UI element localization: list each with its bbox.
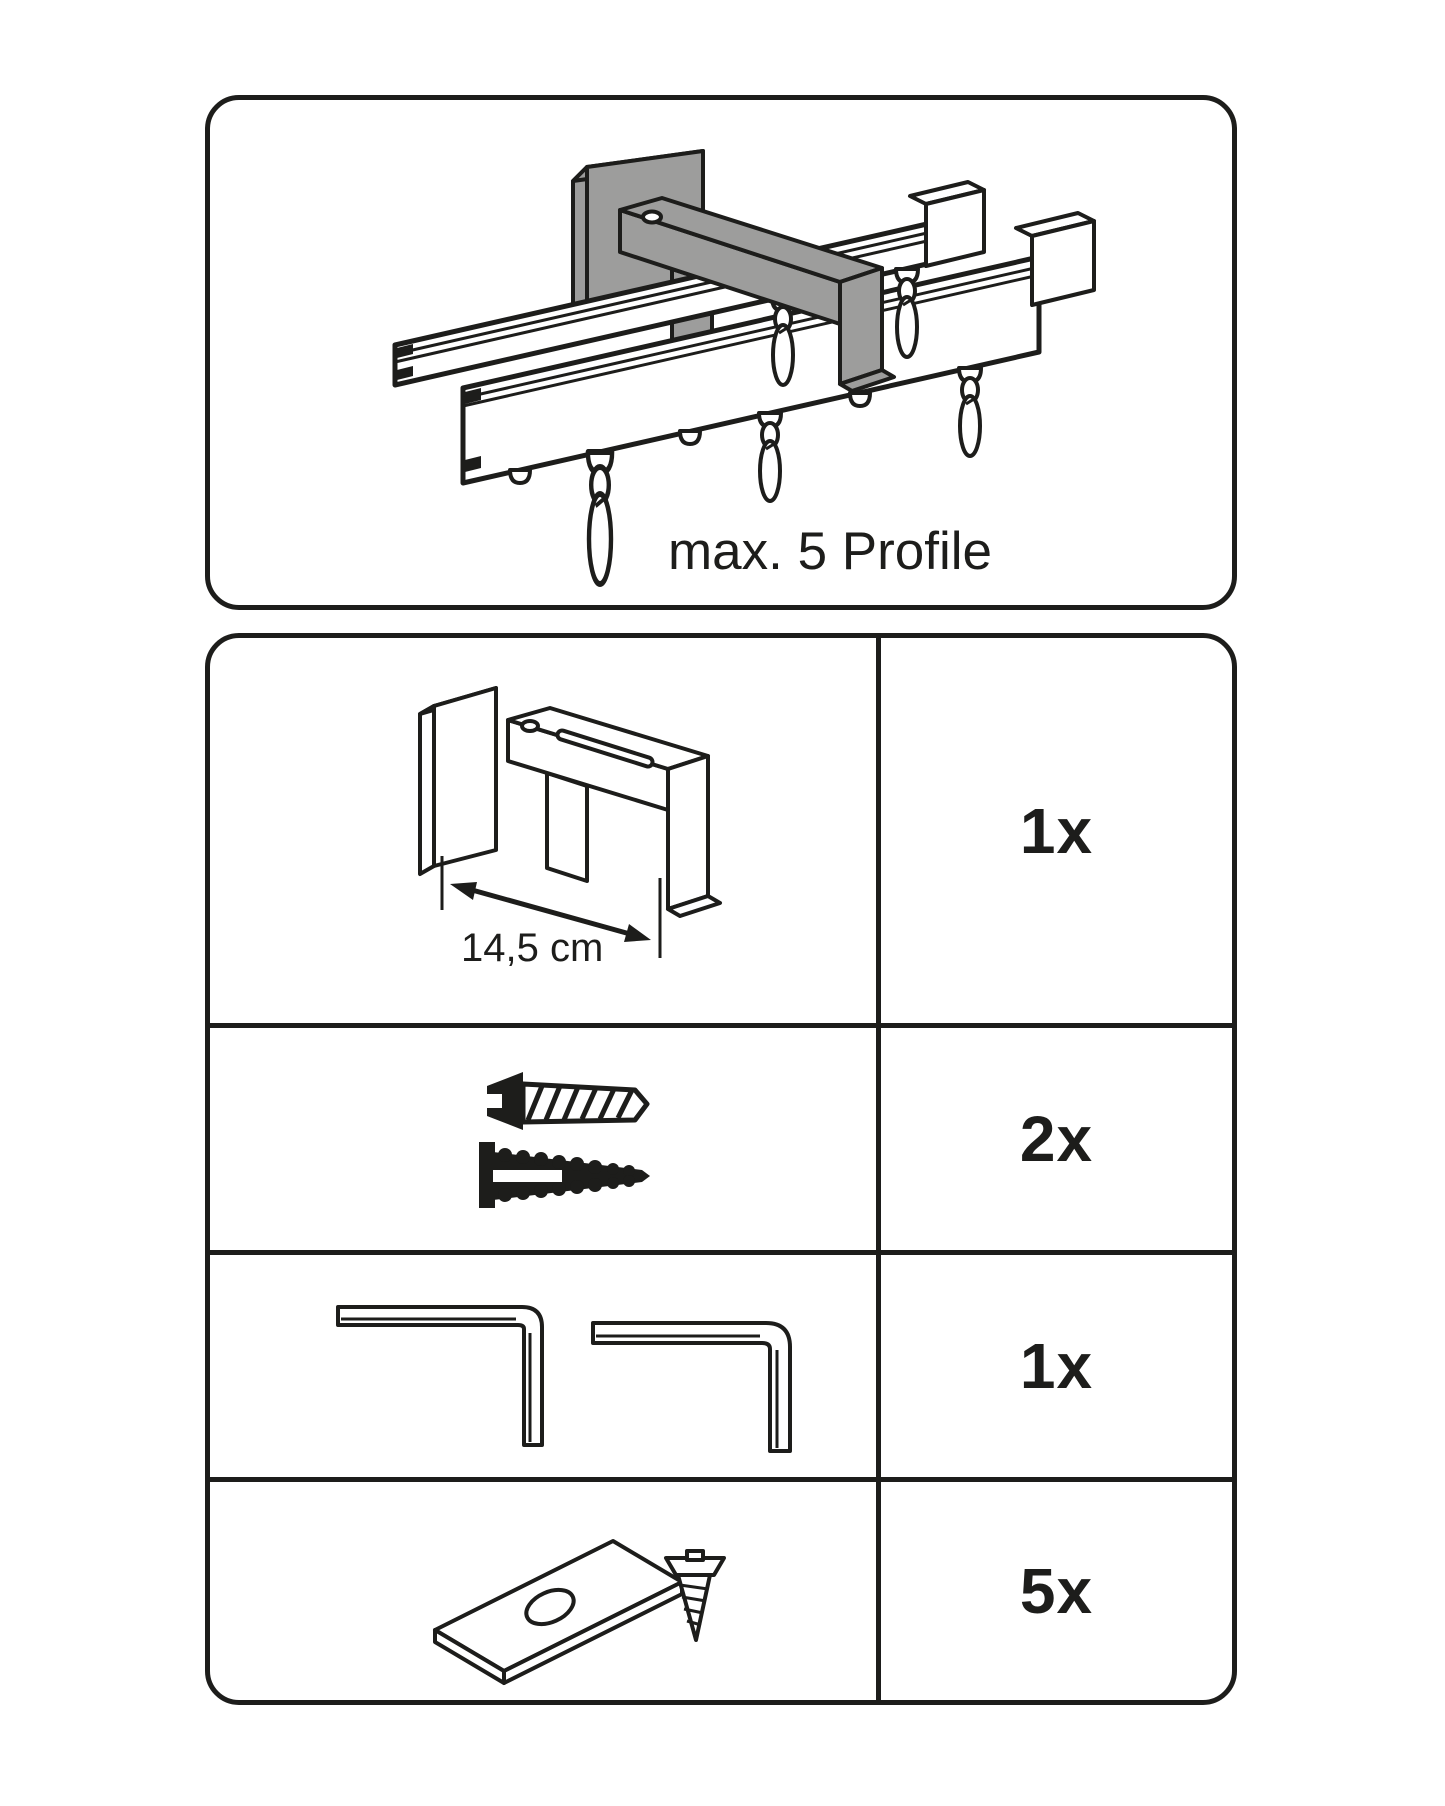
quantity-label: 2x [1019, 1103, 1094, 1175]
plate-hole [524, 1587, 576, 1627]
small-screw-icon [664, 1549, 726, 1642]
double-track-rail-illustration [392, 149, 1096, 605]
wall-plate [418, 686, 498, 876]
table-row-screw-plug-illustration [210, 1028, 876, 1250]
quantity-label: 1x [1019, 1330, 1094, 1402]
rail-illustration-panel: max. 5 Profile [205, 95, 1237, 610]
bracket-icon: 14,5 cm [418, 686, 722, 970]
table-row-divider [210, 1023, 1232, 1028]
table-row-plate-screw-illustration [210, 1482, 876, 1700]
plate-and-screw-icon [433, 1539, 726, 1685]
quantity-label: 1x [1019, 794, 1094, 867]
table-row-bracket-illustration: 14,5 cm [210, 638, 876, 1023]
plug-split-slot [493, 1170, 562, 1182]
allen-keys-icon [336, 1305, 792, 1453]
quantity-label: 5x [1019, 1555, 1094, 1627]
table-row-divider [210, 1250, 1232, 1255]
table-row-screw-plug-qty: 2x [881, 1028, 1232, 1250]
max-profiles-caption: max. 5 Profile [668, 522, 993, 581]
rail-end-cap [1014, 211, 1096, 307]
screw-and-wall-plug-icon [479, 1072, 650, 1208]
table-row-allen-keys-illustration [210, 1255, 876, 1477]
dimension-arrow [440, 856, 662, 958]
glide-plate-icon [433, 1539, 684, 1685]
table-row-bracket-qty: 1x [881, 638, 1232, 1023]
bracket-arm [506, 706, 722, 918]
bracket-rear-prong [545, 771, 589, 883]
table-row-divider [210, 1477, 1232, 1482]
wall-plug-icon [479, 1142, 650, 1208]
table-row-plate-screw-qty: 5x [881, 1482, 1232, 1700]
allen-key-icon [336, 1305, 544, 1447]
dimension-label: 14,5 cm [461, 926, 603, 970]
screw-icon [487, 1072, 650, 1130]
parts-table: 14,5 cm 1x [205, 633, 1237, 1705]
rail-end-cap [908, 180, 986, 268]
bracket-arm [618, 196, 896, 393]
allen-key-icon [591, 1321, 792, 1453]
table-row-allen-keys-qty: 1x [881, 1255, 1232, 1477]
screw-hole [520, 719, 540, 733]
table-column-divider [876, 638, 881, 1700]
screw-hole [641, 209, 663, 225]
